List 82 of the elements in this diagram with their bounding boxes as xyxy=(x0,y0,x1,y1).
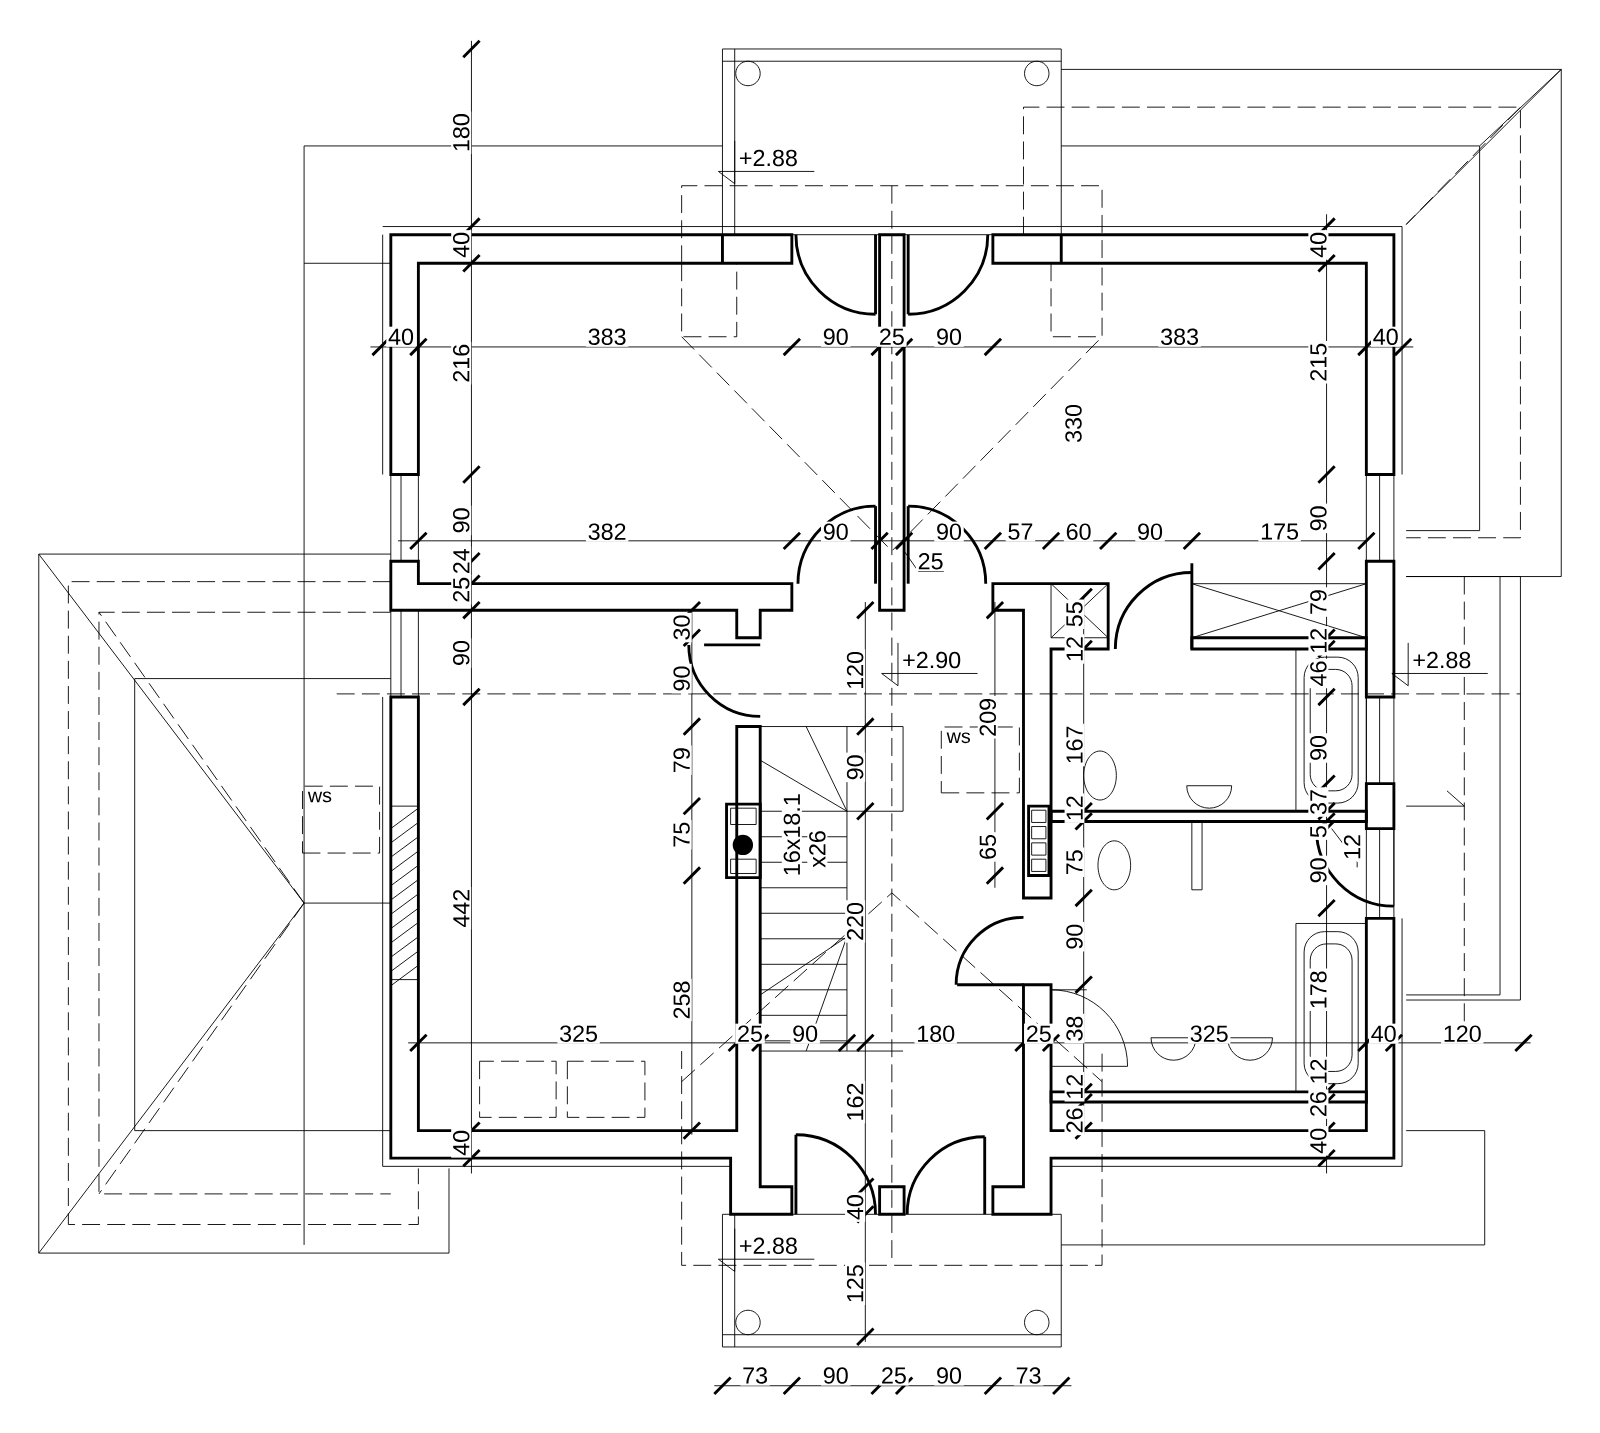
dimension-label: 90 xyxy=(820,326,851,347)
dimension-label: 73 xyxy=(1013,1365,1044,1386)
dimension-label: 90 xyxy=(451,638,472,668)
dimension-label: 40 xyxy=(451,1128,472,1158)
dimension-label: 40 xyxy=(1371,326,1401,347)
dimension-label: 24 xyxy=(451,546,472,577)
dimension-label: 325 xyxy=(557,1023,600,1044)
level-mark: +2.90 xyxy=(881,642,979,687)
dimension-label: 25 xyxy=(915,551,946,572)
dimension-label: 383 xyxy=(1158,326,1201,347)
dimension-label: 12 xyxy=(1064,793,1085,824)
dimension-label: 12 xyxy=(1308,1056,1329,1087)
dimension-label: 25 xyxy=(879,1365,909,1386)
level-mark: +2.88 xyxy=(1391,642,1489,687)
dimension-label: 442 xyxy=(451,887,472,930)
dimension-label: 90 xyxy=(934,521,964,542)
level-mark: +2.88 xyxy=(717,1228,815,1273)
dashed-box: ws xyxy=(302,785,381,854)
dimension-label: 90 xyxy=(845,752,866,783)
dimension-label: 325 xyxy=(1187,1023,1231,1044)
dimension-label: 383 xyxy=(585,326,629,347)
dimension-label: 16x18.1 xyxy=(781,791,802,879)
dimension-label: 125 xyxy=(845,1262,866,1306)
dimension-label: 120 xyxy=(1441,1023,1484,1044)
dimension-label: 79 xyxy=(1308,587,1329,617)
dimension-label: 75 xyxy=(1064,847,1085,878)
dimension-label: 5 xyxy=(1308,823,1329,841)
dimension-label: 40 xyxy=(1308,1126,1329,1156)
dimension-label: 38 xyxy=(1064,1014,1085,1044)
dimension-label: 90 xyxy=(1308,855,1329,886)
dimension-label: 26 xyxy=(1308,1089,1329,1120)
dimension-label: 40 xyxy=(451,230,472,260)
dimension-label: 90 xyxy=(934,326,964,347)
dimension-label: 90 xyxy=(790,1023,820,1044)
dimension-label: 25 xyxy=(451,575,472,605)
dimension-label: 90 xyxy=(934,1365,964,1386)
dimension-label: 55 xyxy=(1064,599,1085,630)
dimension-label: 40 xyxy=(845,1192,866,1223)
dimension-label: 12 xyxy=(1064,1072,1085,1102)
dimension-label: 90 xyxy=(1135,521,1165,542)
dimension-label: 162 xyxy=(845,1081,866,1124)
dimension-label: 175 xyxy=(1258,521,1301,542)
dimension-label: 258 xyxy=(671,978,692,1022)
level-mark: +2.88 xyxy=(717,140,815,185)
dimension-label: 215 xyxy=(1308,341,1329,384)
dimension-label: 90 xyxy=(1308,503,1329,534)
dimension-label: 90 xyxy=(1308,733,1329,763)
dimension-label: 40 xyxy=(1308,230,1329,260)
dimension-label: 12 xyxy=(1308,626,1329,656)
dimension-label: 178 xyxy=(1308,968,1329,1012)
dimension-label: 37 xyxy=(1308,787,1329,817)
dimension-label: 46 xyxy=(1308,658,1329,689)
dimension-label: 25 xyxy=(735,1023,765,1044)
dimension-label: 25 xyxy=(1024,1023,1054,1044)
dimension-label: 90 xyxy=(1064,922,1085,952)
dimension-label: 180 xyxy=(451,111,472,155)
dimension-label: 57 xyxy=(1005,521,1036,542)
dimension-label: 40 xyxy=(386,326,416,347)
dimension-label: 65 xyxy=(977,832,998,862)
dimension-label: x26 xyxy=(807,828,828,870)
dimension-label: 60 xyxy=(1063,521,1094,542)
dimension-label: 90 xyxy=(820,1365,851,1386)
dimension-label: 220 xyxy=(845,900,866,943)
dimension-label: 167 xyxy=(1064,723,1085,767)
dimension-label: 12 xyxy=(1064,634,1085,664)
dimension-label: 75 xyxy=(671,820,692,850)
dimension-label: 40 xyxy=(1368,1023,1399,1044)
dimension-label: 216 xyxy=(451,342,472,385)
dimension-label: 209 xyxy=(977,696,998,739)
dimension-label: 330 xyxy=(1063,402,1084,445)
dimension-label: 73 xyxy=(740,1365,770,1386)
dimension-label: 90 xyxy=(451,505,472,536)
dimension-label: 30 xyxy=(671,613,692,643)
dimension-label: 25 xyxy=(877,326,907,347)
dimension-label: 79 xyxy=(671,745,692,776)
dimension-label: 382 xyxy=(585,521,629,542)
dimension-label: 26 xyxy=(1064,1105,1085,1136)
dimension-label: 90 xyxy=(671,664,692,694)
dimension-label: 90 xyxy=(820,521,851,542)
dimension-label: 12 xyxy=(1342,832,1362,862)
dimension-label: 180 xyxy=(914,1023,957,1044)
dimension-label: 120 xyxy=(845,649,866,692)
